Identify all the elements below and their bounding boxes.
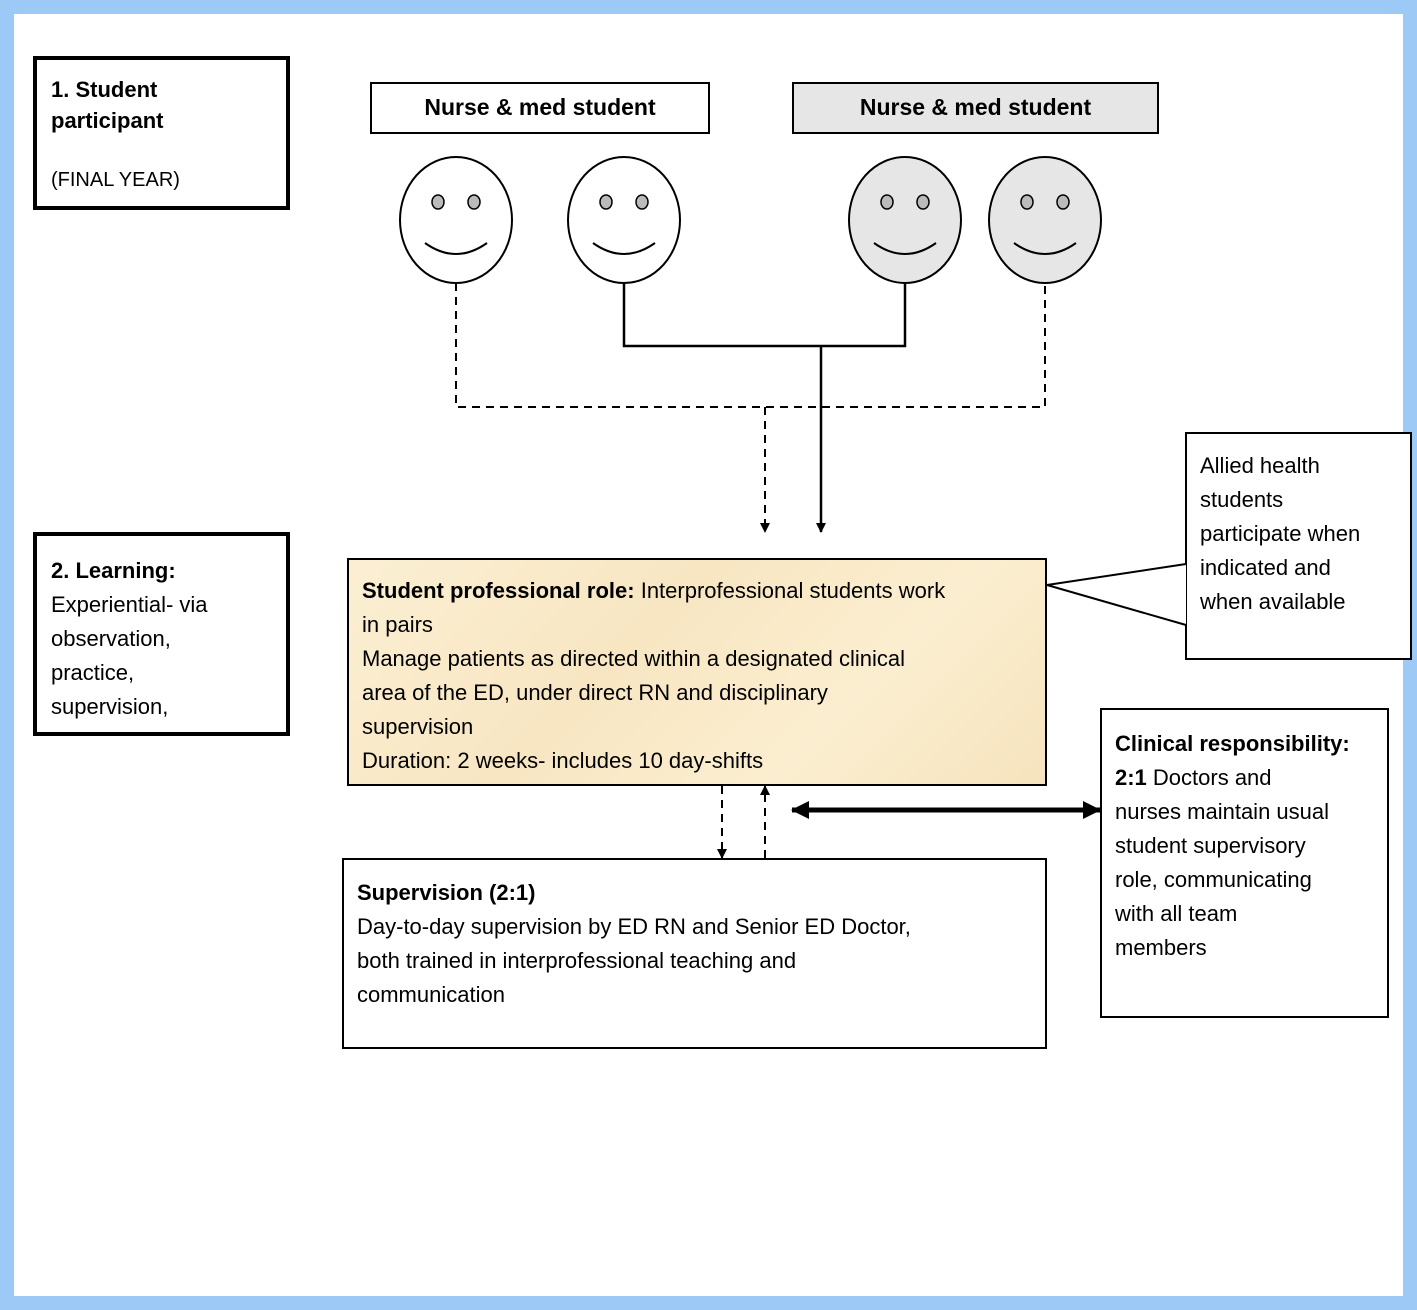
step1-title-line2: participant [51,108,164,133]
role-line: supervision [362,714,474,739]
clinical-ratio: 2:1 [1115,765,1147,790]
clinical-line: student supervisory [1115,833,1306,858]
smiley-face-3 [848,156,962,284]
smiley-face-1 [399,156,513,284]
clinical-line: members [1115,935,1207,960]
role-first-line: Student professional role: Interprofessi… [362,574,1045,608]
smiley-face-2 [567,156,681,284]
clinical-ratio-rest: Doctors and [1146,765,1272,790]
clinical-line: role, communicating [1115,867,1312,892]
allied-health-callout: Allied health students participate when … [1185,432,1412,660]
clinical-line: nurses maintain usual [1115,799,1330,824]
clinical-line: with all team [1115,901,1238,926]
step1-note: (FINAL YEAR) [51,169,180,191]
dashed-connector [455,283,1046,533]
pair-header-2: Nurse & med student [792,82,1159,134]
pair-header-1: Nurse & med student [370,82,710,134]
role-line: Duration: 2 weeks- includes 10 day-shift… [362,748,764,773]
role-line: in pairs [362,612,433,637]
clinical-ratio-line: 2:1 Doctors and [1115,761,1387,795]
clinical-title: Clinical responsibility: [1115,731,1350,756]
supervision-line: Day-to-day supervision by ED RN and Seni… [357,914,911,939]
allied-line: Allied health [1200,453,1320,478]
step1-box: 1. Student participant (FINAL YEAR) [33,56,290,210]
step2-line: practice, [51,660,135,685]
role-line: area of the ED, under direct RN and disc… [362,680,828,705]
supervision-line: communication [357,982,505,1007]
allied-line: participate when [1200,521,1361,546]
step2-title: 2. Learning: [51,558,176,583]
step2-line: Experiential- via [51,592,208,617]
step2-line: observation, [51,626,171,651]
supervision-box: Supervision (2:1) Day-to-day supervision… [342,858,1047,1049]
supervision-title: Supervision (2:1) [357,880,536,905]
step2-line: supervision, [51,694,169,719]
student-role-box: Student professional role: Interprofessi… [347,558,1047,786]
step1-title-line1: 1. Student [51,77,158,102]
clinical-responsibility-box: Clinical responsibility: 2:1 Doctors and… [1100,708,1389,1018]
role-line: Manage patients as directed within a des… [362,646,905,671]
step2-box: 2. Learning: Experiential- via observati… [33,532,290,736]
smiley-face-4 [988,156,1102,284]
role-title-rest: Interprofessional students work [634,578,946,603]
supervision-line: both trained in interprofessional teachi… [357,948,797,973]
allied-line: indicated and [1200,555,1331,580]
allied-line: when available [1200,589,1346,614]
callout-pointer [1046,563,1187,626]
solid-connector [622,283,907,533]
role-title: Student professional role: [362,578,635,603]
allied-line: students [1200,487,1284,512]
